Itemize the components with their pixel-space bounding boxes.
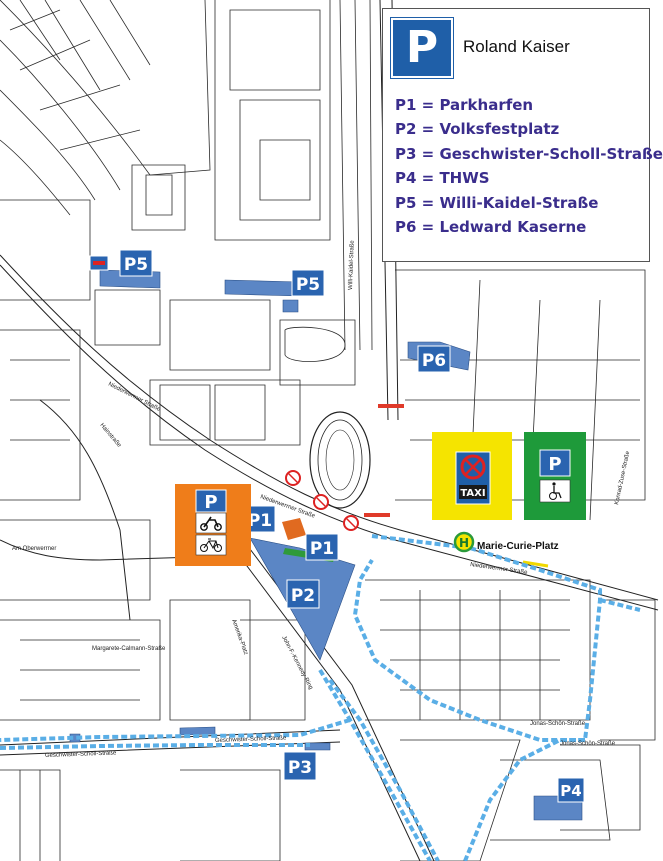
wheelchair-icon [549,482,562,500]
walking-route[interactable] [0,534,641,861]
street-label-am-oberwerrner: Am Oberwerrner [12,546,56,552]
legend-item-p1: P1 = Parkharfen [395,96,534,114]
legend-panel: P Roland Kaiser P1 = Parkharfen P2 = Vol… [382,8,663,262]
p2-marker[interactable]: P2 [286,579,320,609]
legend-item-p6: P6 = Ledward Kaserne [395,218,587,237]
motorbike-bicycle-parking-sign[interactable]: P [175,484,251,566]
street-label-jonas-schoen-1: Jonas-Schön-Straße [530,721,586,727]
street-label-amerika-platz: Amerika-Platz [230,619,248,656]
street-label-willi-kaidel: Willi-Kaidel-Straße [348,240,356,291]
motorbike-icon [200,516,222,531]
construction-area [282,518,306,540]
p3-marker[interactable]: P3 [283,751,317,781]
p6-marker[interactable]: P6 [417,345,451,373]
p3-label: P3 [288,758,312,778]
p4-marker[interactable]: P4 [557,777,585,803]
legend-title: Roland Kaiser [463,37,570,56]
legend-item-p3: P3 = Geschwister-Scholl-Straße [395,144,663,163]
street-label-geschwister-scholl-1: Geschwister-Scholl-Straße [45,750,117,759]
p4-label: P4 [560,782,581,800]
taxi-stand-marking [522,560,549,568]
p1-north-label: P1 [248,511,272,531]
bus-stop-name: Marie-Curie-Platz [477,541,559,552]
bicycle-icon [200,538,222,552]
street-label-konrad-zuse: Konrad-Zuse-Straße [614,450,631,505]
street-label-geschwister-scholl-2: Geschwister-Scholl-Straße [215,735,287,744]
legend-list: P1 = Parkharfen P2 = Volksfestplatz P3 =… [395,93,663,239]
street-label-niederwerrner-3: Niederwerrner Straße [470,562,529,576]
parking-sign-icon: P [390,17,454,79]
no-entry-sign-west [89,255,109,271]
taxi-sign[interactable]: TAXI [432,432,512,520]
p5-east-label: P5 [296,275,320,295]
street-label-kennedy-ring: John-F.-Kennedy-Ring [280,635,313,691]
bus-stop-symbol: H [459,536,469,550]
taxi-label: TAXI [460,488,485,499]
p1-south-marker[interactable]: P1 [305,533,339,561]
accessible-parking-sign[interactable]: P [524,432,586,520]
no-entry-signs [285,470,359,531]
p5-west-marker[interactable]: P5 [119,249,153,277]
legend-item-p5: P5 = Willi-Kaidel-Straße [395,193,599,212]
moto-sign-label: P [204,492,217,513]
legend-item-p4: P4 = THWS [395,169,490,188]
p5-west-label: P5 [124,255,148,275]
bus-stop[interactable]: H Marie-Curie-Platz [453,531,559,553]
street-label-jonas-schoen-2: Jonas-Schön-Straße [560,741,616,747]
street-label-hainstrasse: Hainstraße [98,422,122,449]
p6-label: P6 [422,351,446,371]
p1-south-label: P1 [310,539,334,559]
parking-markers: P5 P5 P6 P1 P1 P2 P3 [89,249,585,803]
barriers [364,404,404,517]
accessible-sign-label: P [548,454,561,475]
street-label-niederwerrner-1: Niederwerrner Straße [107,381,162,413]
p5-east-marker[interactable]: P5 [291,269,325,297]
stadium [309,411,371,509]
legend-item-p2: P2 = Volksfestplatz [395,120,560,139]
p2-label: P2 [291,586,315,606]
bus-stop-icon [453,531,475,553]
street-label-margarete-calmann: Margarete-Calmann-Straße [92,646,166,652]
